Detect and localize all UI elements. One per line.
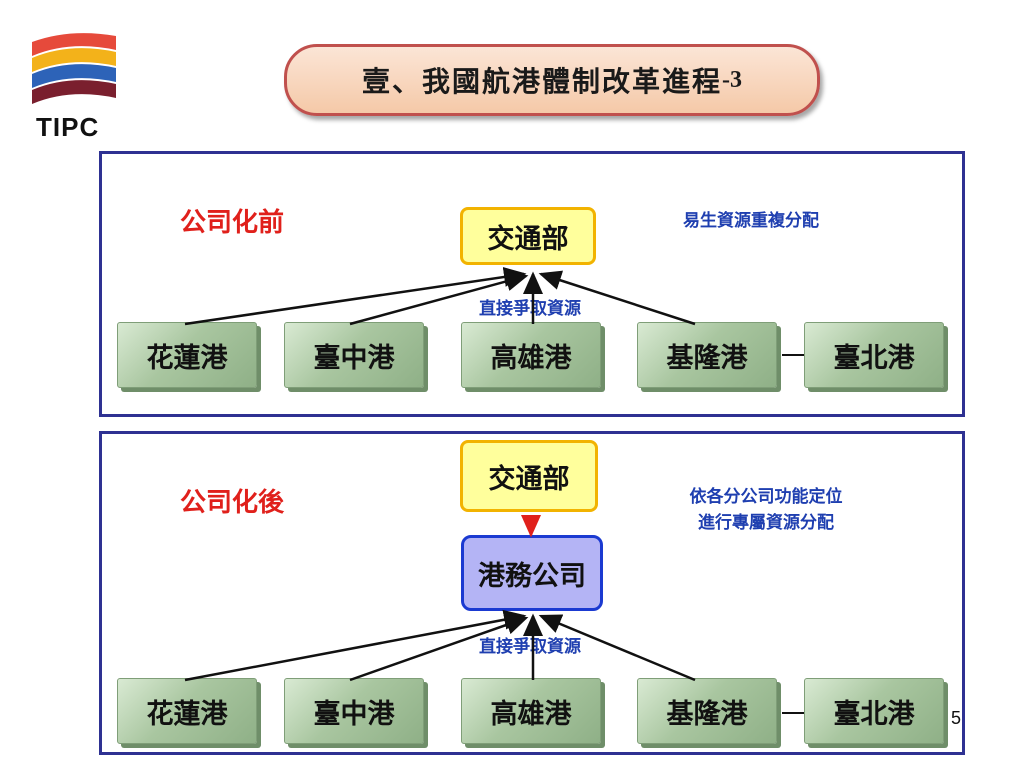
arrow-keelung-before [538,270,696,326]
port-taichung-after: 臺中港 [284,678,424,744]
arrow-label-before: 直接爭取資源 [450,296,610,322]
port-taipei-before: 臺北港 [804,322,944,388]
tipc-logo [32,33,116,104]
panel-after [99,431,965,755]
arrow-label-after: 直接爭取資源 [450,634,610,660]
port-kaohsiung-before: 高雄港 [461,322,601,388]
ministry-box-before: 交通部 [460,207,596,265]
note-after: 依各分公司功能定位 進行專屬資源分配 [636,484,896,536]
company-box: 港務公司 [461,535,603,611]
title-suffix: -3 [722,66,742,93]
port-hualien-after: 花蓮港 [117,678,257,744]
arrow-taichung-after [349,615,529,682]
link-keelung-taipei-after [782,712,804,714]
arrow-keelung-after [538,614,696,682]
logo-text: TIPC [36,112,100,142]
title-main: 壹、我國航港體制改革進程 [361,65,722,98]
port-hualien-before: 花蓮港 [117,322,257,388]
note-before: 易生資源重複分配 [683,211,819,231]
arrow-hualien-before [184,267,527,326]
port-keelung-after: 基隆港 [637,678,777,744]
arrow-taichung-before [349,271,529,326]
note-after-line2: 進行專屬資源分配 [698,513,834,533]
arrow-hualien-after [184,609,527,682]
port-taipei-after: 臺北港 [804,678,944,744]
panel-before [99,151,965,417]
page-title: 壹、我國航港體制改革進程-3 [284,44,820,116]
ministry-box-after: 交通部 [460,440,598,512]
port-keelung-before: 基隆港 [637,322,777,388]
port-kaohsiung-after: 高雄港 [461,678,601,744]
link-keelung-taipei-before [782,354,804,356]
page-number: 5 [951,708,962,728]
label-before: 公司化前 [180,208,285,238]
label-after: 公司化後 [180,488,285,518]
port-taichung-before: 臺中港 [284,322,424,388]
note-after-line1: 依各分公司功能定位 [689,487,843,507]
